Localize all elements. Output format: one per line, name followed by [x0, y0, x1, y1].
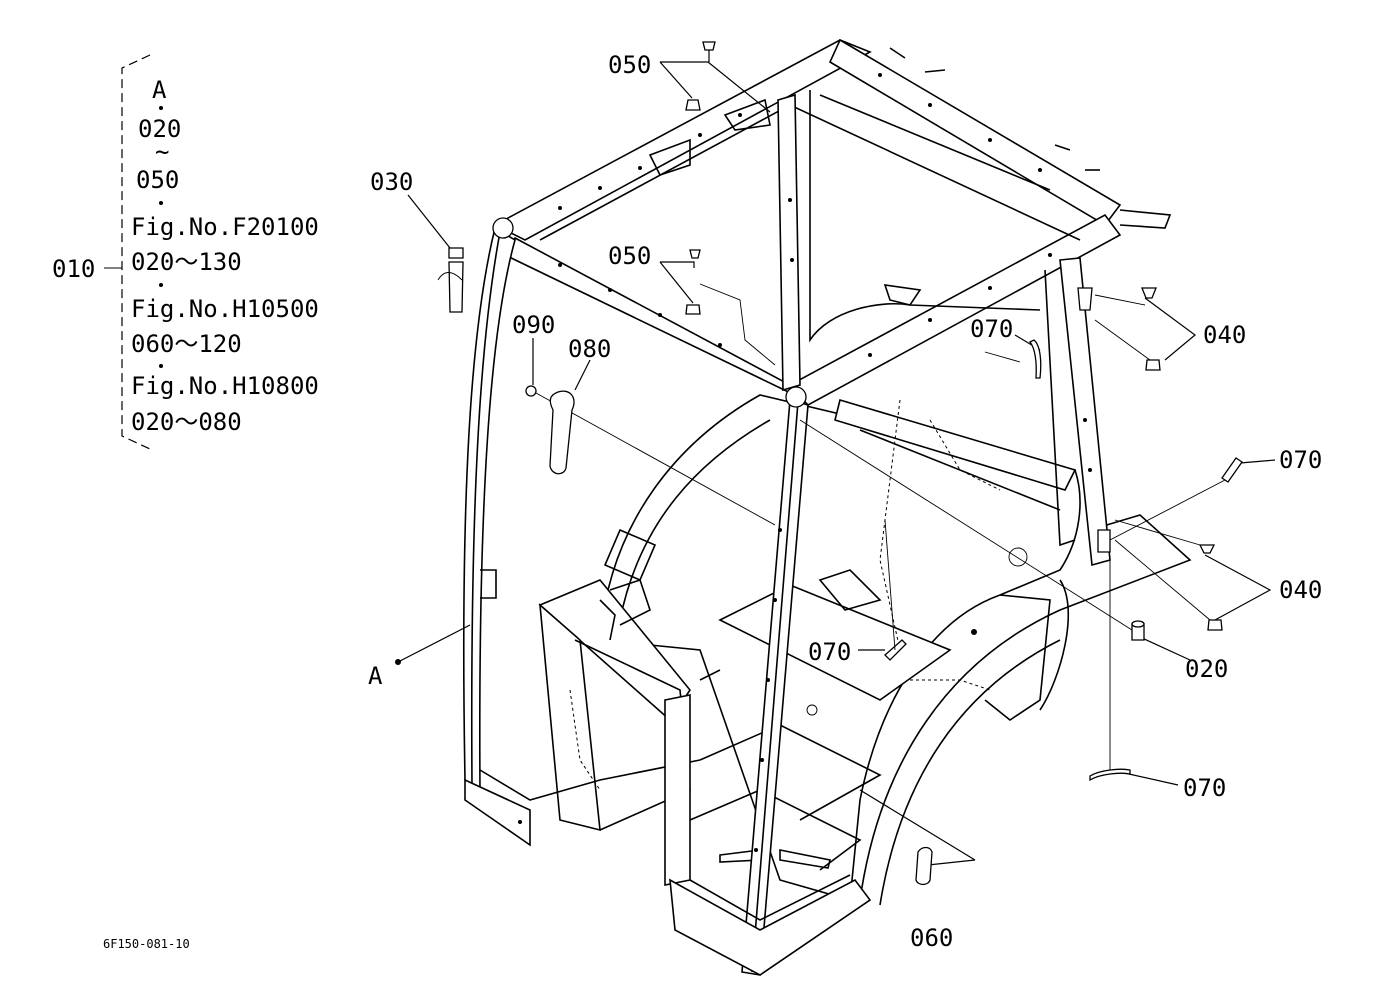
parts-and-leaders [395, 41, 1276, 886]
legend-line-1: 020 [138, 115, 181, 143]
callout-ref-a: A [368, 662, 383, 690]
callout-070-b: 070 [1279, 446, 1322, 474]
assembly-ref-letter: A [152, 76, 167, 104]
legend-line-6: Fig.No.H10500 [131, 295, 319, 323]
callout-080: 080 [568, 335, 611, 363]
nut-050-top-b [702, 41, 716, 51]
callout-090: 090 [512, 311, 555, 339]
nut-040-b2 [1207, 619, 1223, 631]
nut-040-b1 [1198, 544, 1216, 554]
callout-070-a: 070 [970, 315, 1013, 343]
cab-frame-drawing [462, 38, 1192, 976]
callout-020: 020 [1185, 655, 1228, 683]
grip-080 [549, 390, 575, 475]
bolt-090 [525, 385, 537, 397]
drawing-code: 6F150-081-10 [103, 937, 190, 951]
callout-060: 060 [910, 924, 953, 952]
clip-070-c [884, 639, 907, 661]
clip-070-b [1221, 457, 1243, 483]
frame-holes [518, 73, 1092, 852]
clip-070-d [1089, 768, 1131, 782]
nut-050-mid-a [689, 249, 701, 259]
part-030 [448, 247, 464, 259]
legend-line-9: 020～080 [131, 408, 242, 436]
handle-060 [915, 846, 933, 886]
callout-050-top: 050 [608, 51, 651, 79]
legend-line-3: 050 [136, 166, 179, 194]
callout-070-c: 070 [808, 638, 851, 666]
assembly-legend: 010 A 020 ~ 050 Fig.No.F20100 020～130 Fi… [52, 54, 319, 450]
nut-040-a2 [1145, 359, 1161, 371]
callout-050-mid: 050 [608, 242, 651, 270]
callout-040-a: 040 [1203, 321, 1246, 349]
clip-070-a [1028, 339, 1042, 379]
callout-030: 030 [370, 168, 413, 196]
callout-040-b: 040 [1279, 576, 1322, 604]
legend-line-5: 020～130 [131, 248, 242, 276]
nut-040-a1 [1141, 287, 1157, 299]
assembly-part-number: 010 [52, 255, 95, 283]
nut-050-top-a [685, 99, 701, 111]
legend-line-4: Fig.No.F20100 [131, 213, 319, 241]
legend-line-7: 060～120 [131, 330, 242, 358]
nut-050-mid-b [685, 304, 701, 315]
callout-labels: 050 050 030 090 080 070 040 070 040 020 … [368, 51, 1322, 952]
callout-070-d: 070 [1183, 774, 1226, 802]
legend-line-8: Fig.No.H10800 [131, 372, 319, 400]
legend-line-2: ~ [155, 138, 169, 166]
